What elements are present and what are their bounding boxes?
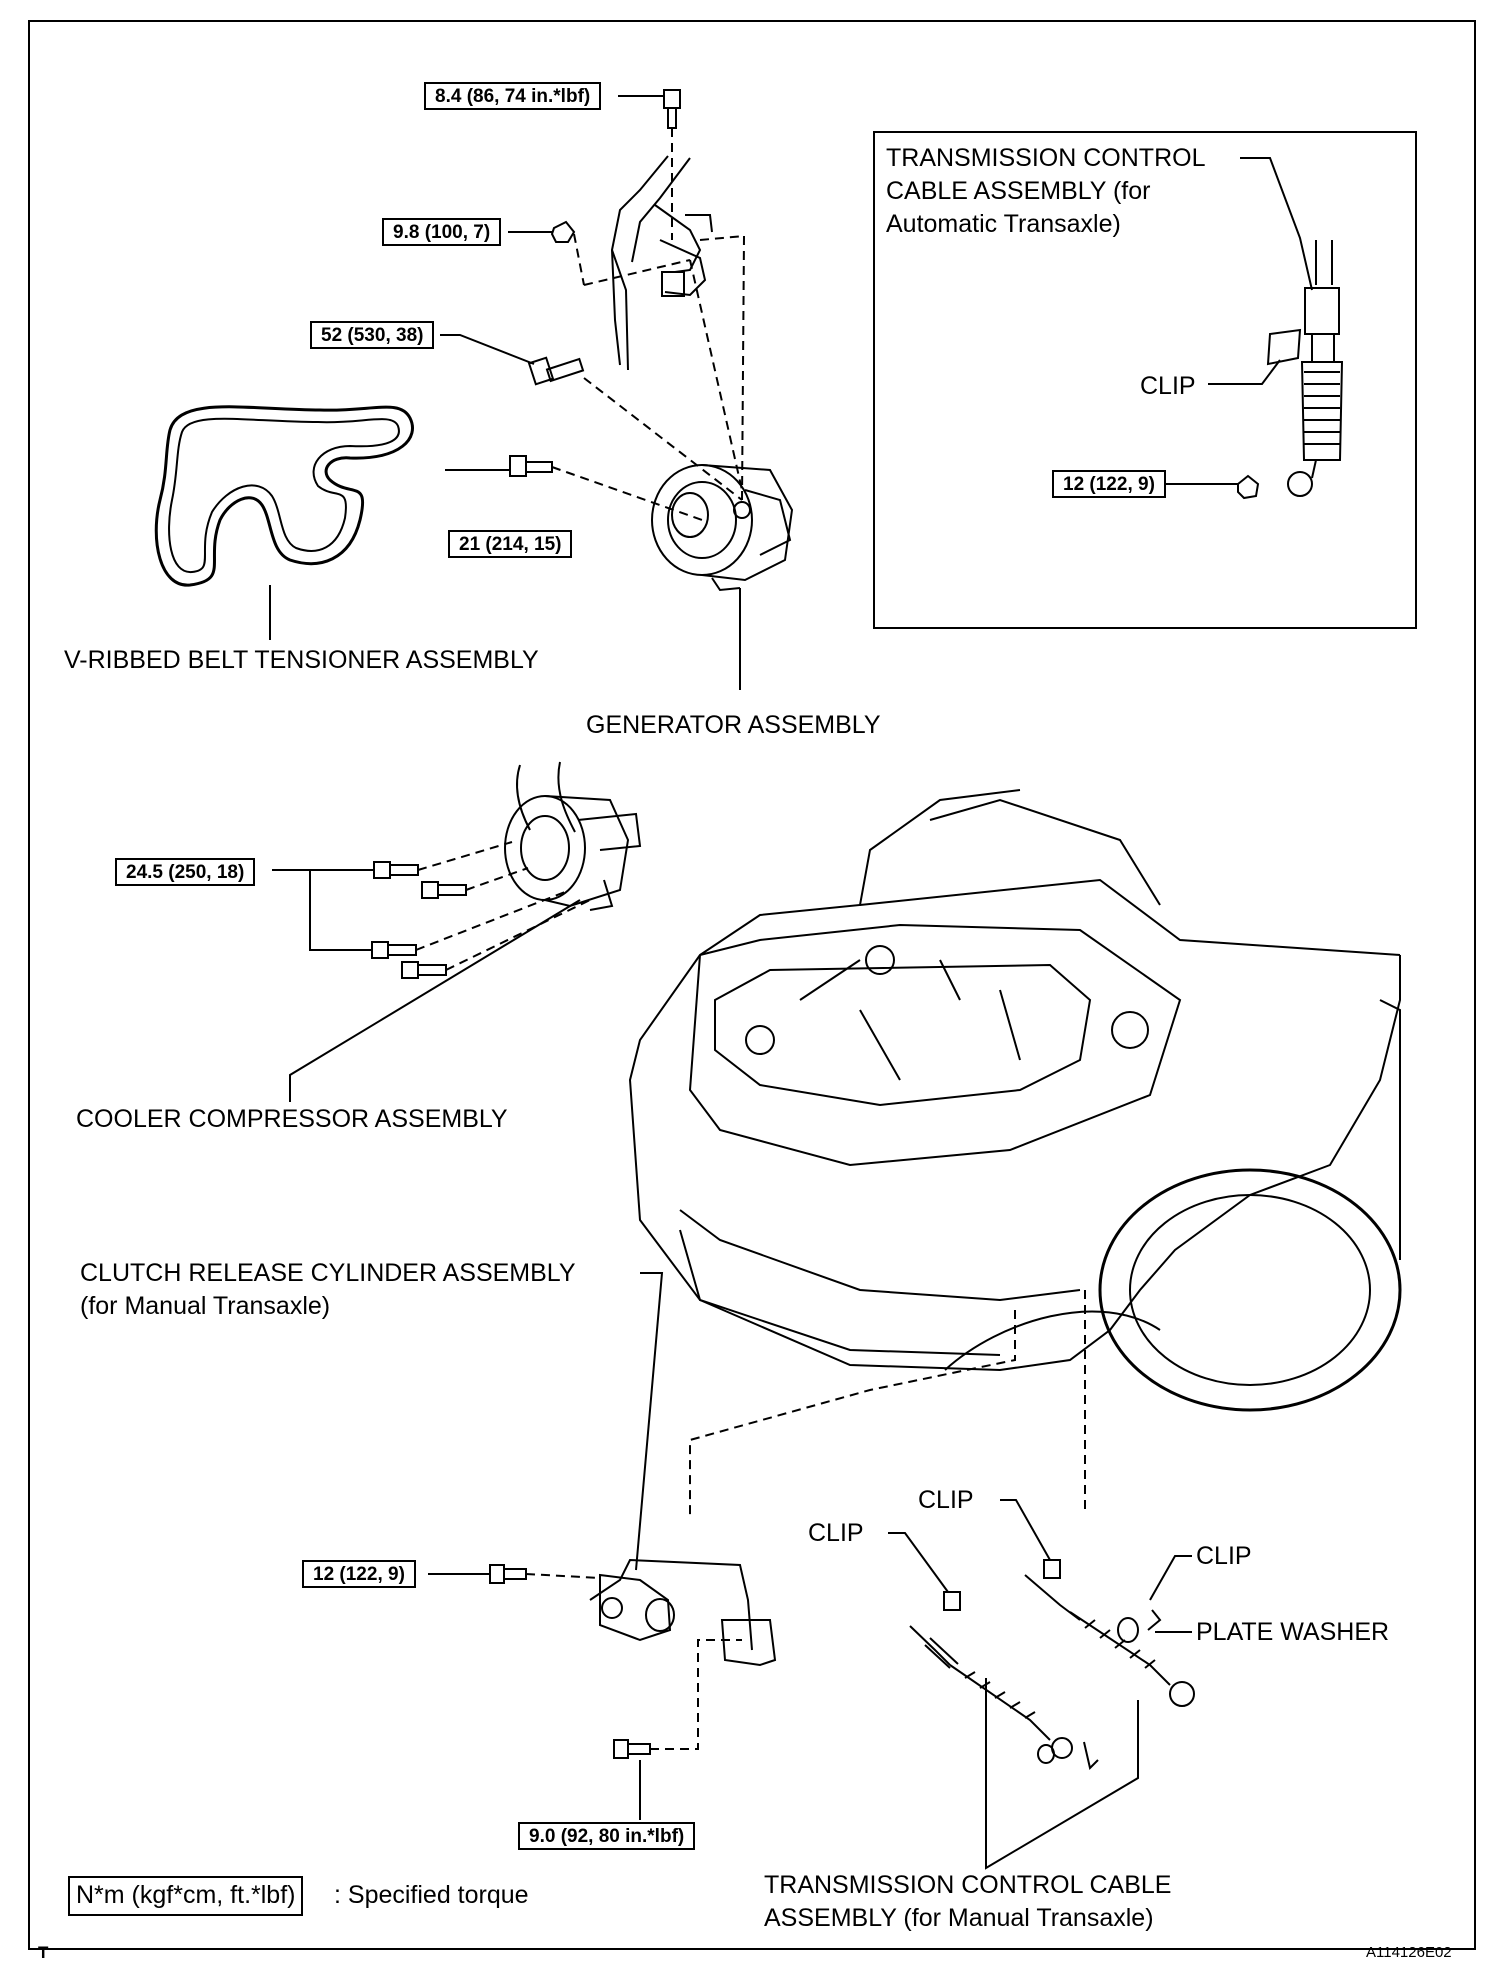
compressor-leader-lines: [272, 869, 581, 1102]
cooler-compressor-drawing: [504, 761, 642, 911]
label-clip-c: CLIP: [1196, 1542, 1252, 1570]
manual-cable-leader-lines: [888, 1499, 1192, 1870]
torque-callout-generator-lower-bolt: 21 (214, 15): [448, 530, 573, 558]
automatic-transaxle-inset-frame: [873, 131, 1417, 629]
v-ribbed-belt-drawing: [154, 405, 414, 640]
footer-mark: T: [38, 1943, 49, 1962]
vehicle-front-drawing: [628, 789, 1402, 1412]
legend-specified-torque-text: : Specified torque: [334, 1881, 529, 1909]
inset-cable-drawing: [1166, 157, 1344, 500]
page-frame: [28, 20, 1476, 1950]
figure-code: A114126E02: [1366, 1944, 1452, 1961]
label-clutch-release-cylinder-line2: (for Manual Transaxle): [80, 1292, 331, 1320]
generator-guide-lines: [551, 128, 745, 521]
torque-callout-generator-nut: 9.8 (100, 7): [382, 218, 502, 246]
label-plate-washer: PLATE WASHER: [1196, 1618, 1390, 1646]
label-clip-a: CLIP: [808, 1519, 864, 1547]
clutch-release-cylinder-drawing: [489, 1558, 777, 1759]
label-clip-b: CLIP: [918, 1486, 974, 1514]
label-manual-cable-line1: TRANSMISSION CONTROL CABLE: [764, 1871, 1172, 1899]
torque-callout-clutch-bolt: 12 (122, 9): [302, 1560, 416, 1588]
compressor-guide-lines: [415, 841, 591, 971]
torque-callout-generator-top-bolt: 8.4 (86, 74 in.*lbf): [424, 82, 602, 110]
legend-torque-unit-box: N*m (kgf*cm, ft.*lbf): [68, 1876, 304, 1916]
label-manual-cable-line2: ASSEMBLY (for Manual Transaxle): [764, 1904, 1154, 1932]
torque-callout-inset-nut: 12 (122, 9): [1052, 470, 1166, 498]
label-generator-assembly: GENERATOR ASSEMBLY: [586, 711, 881, 739]
torque-callout-generator-long-bolt: 52 (530, 38): [310, 321, 435, 349]
label-inset-cable-line1: TRANSMISSION CONTROL: [886, 144, 1206, 172]
label-clutch-release-cylinder-line1: CLUTCH RELEASE CYLINDER ASSEMBLY: [80, 1259, 576, 1287]
generator-assembly-drawing: [651, 464, 794, 690]
torque-callout-compressor-bolts: 24.5 (250, 18): [115, 858, 256, 886]
generator-bracket-drawing: [610, 155, 713, 371]
label-v-ribbed-belt-tensioner: V-RIBBED BELT TENSIONER ASSEMBLY: [64, 646, 539, 674]
vehicle-guide-lines: [689, 1290, 1086, 1520]
generator-leader-lines: [440, 95, 664, 471]
label-inset-clip: CLIP: [1140, 372, 1196, 400]
manual-transmission-cables-drawing: [909, 1559, 1195, 1770]
clutch-leader-lines: [428, 1272, 664, 1820]
compressor-bolts-drawing: [371, 861, 467, 979]
label-cooler-compressor-assembly: COOLER COMPRESSOR ASSEMBLY: [76, 1105, 508, 1133]
label-inset-cable-line2: CABLE ASSEMBLY (for: [886, 177, 1151, 205]
torque-callout-bracket-bolt: 9.0 (92, 80 in.*lbf): [518, 1822, 696, 1850]
generator-fasteners-drawing: [509, 89, 681, 477]
clutch-guide-lines: [525, 1573, 742, 1750]
label-inset-cable-line3: Automatic Transaxle): [886, 210, 1121, 238]
